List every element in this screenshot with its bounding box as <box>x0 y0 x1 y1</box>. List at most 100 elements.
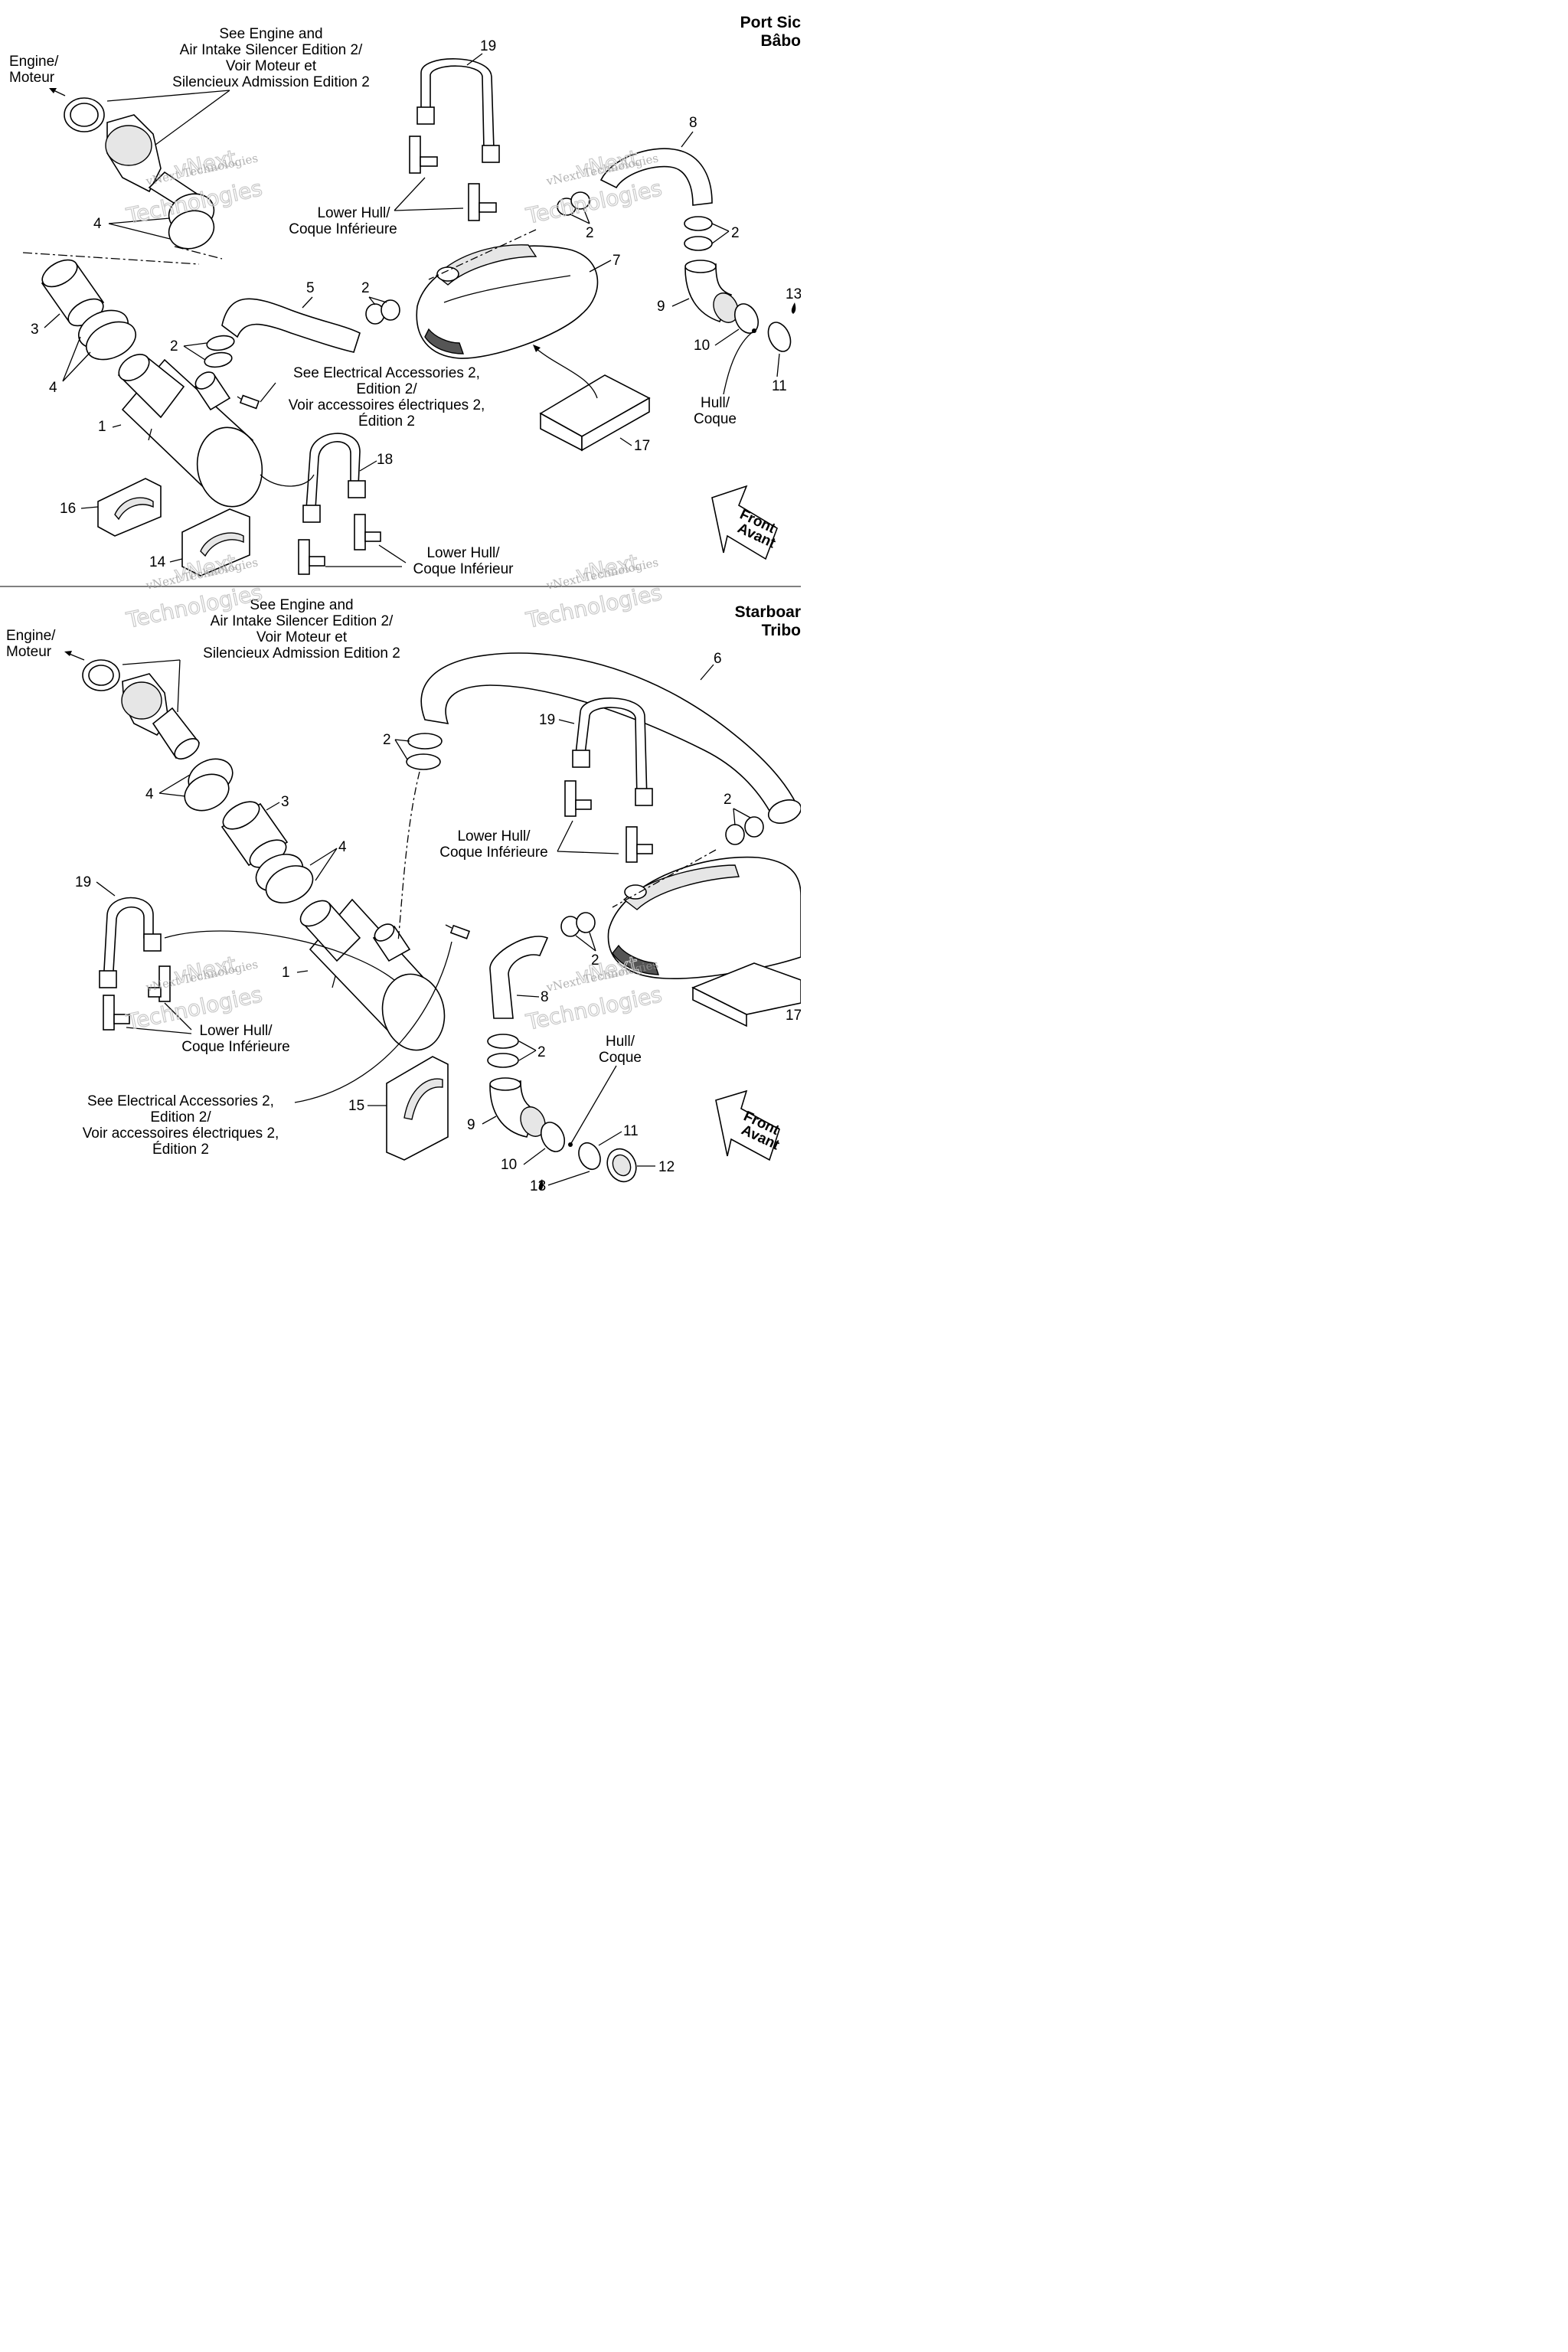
port-hose-5 <box>221 298 361 353</box>
port-heading-line2: Bâbo <box>761 32 802 50</box>
starboard-see-engine-line1: See Engine and <box>250 597 353 613</box>
starboard-outlet-fitting-12 <box>606 1148 637 1183</box>
port-engine-label-line1: Engine/ <box>9 54 59 70</box>
starboard-strap-route <box>164 930 395 981</box>
starboard-see-electrical-line4: Édition 2 <box>152 1142 209 1158</box>
starboard-callout-3: 3 <box>281 794 289 810</box>
starboard-heading-line2: Tribo <box>762 622 801 639</box>
starboard-ring-11 <box>578 1142 601 1171</box>
starboard-callout-19a: 19 <box>539 712 555 728</box>
port-bracket-lower <box>298 514 381 575</box>
port-lower-hull-bottom-leaders <box>325 544 407 567</box>
port-callout-16-leader <box>80 506 99 509</box>
starboard-callout-2a-leader <box>394 739 410 760</box>
port-clamp-2-hose8-right <box>684 216 713 251</box>
starboard-callout-19b: 19 <box>75 874 91 890</box>
svg-text:Technologies: Technologies <box>524 175 665 229</box>
port-strap-route <box>260 474 315 487</box>
port-clamp-set-4-lower <box>78 309 136 361</box>
port-hose-8 <box>599 148 713 206</box>
watermark-top-right: vNext vNext Technologies Technologies <box>523 145 665 230</box>
port-hull-label-line2: Coque <box>694 411 737 427</box>
port-callout-4b-leader <box>62 336 91 382</box>
starboard-hose-6 <box>420 652 798 819</box>
port-engine-label-line2: Moteur <box>9 70 55 86</box>
starboard-heading-line1: Starboar <box>735 603 801 621</box>
port-foam-leader <box>535 348 598 399</box>
starboard-see-engine-line3: Voir Moteur et <box>256 629 348 645</box>
starboard-engine-label-line1: Engine/ <box>6 628 56 644</box>
port-clamp-2-resonator <box>365 299 400 325</box>
port-callout-2d: 2 <box>731 225 740 241</box>
port-clamp-2-muffler <box>204 335 235 368</box>
starboard-callout-2d: 2 <box>537 1044 546 1060</box>
starboard-sealant-drop-icon <box>538 1179 544 1191</box>
port-callout-17-leader <box>619 437 632 446</box>
starboard-hull-label-line2: Coque <box>599 1050 642 1066</box>
starboard-callout-6-leader <box>700 664 714 681</box>
port-callout-1-leader <box>112 424 122 428</box>
watermark-mid-right: vNext vNext Technologies Technologies <box>523 549 665 634</box>
starboard-callout-3-leader <box>266 802 280 811</box>
starboard-callout-1: 1 <box>282 965 290 981</box>
port-callout-19-leader <box>466 53 483 66</box>
port-support-block-14 <box>181 508 250 577</box>
starboard-foam-block-17 <box>691 962 801 1027</box>
starboard-callout-4b-leader <box>309 848 338 881</box>
port-support-block-16 <box>97 478 162 537</box>
starboard-callout-9: 9 <box>467 1117 475 1133</box>
starboard-lower-hull-left-leaders <box>126 1002 192 1034</box>
port-callout-10: 10 <box>694 338 710 354</box>
starboard-lower-hull-top-line1: Lower Hull/ <box>457 828 531 844</box>
starboard-callout-11-leader <box>598 1131 622 1146</box>
starboard-temperature-sensor <box>445 924 471 939</box>
starboard-callout-6: 6 <box>714 651 722 667</box>
starboard-strap-19-left <box>99 897 162 988</box>
port-lower-hull-bottom-line2: Coque Inférieur <box>413 561 514 577</box>
port-clamp-set-4-upper <box>168 193 215 250</box>
starboard-see-electrical-line1: See Electrical Accessories 2, <box>87 1093 274 1109</box>
starboard-callout-8-leader <box>516 995 540 998</box>
port-callout-2c-leader <box>570 207 590 224</box>
starboard-callout-2d-leader <box>518 1040 537 1061</box>
port-callout-13: 13 <box>786 286 801 302</box>
port-see-electrical-line3: Voir accessoires électriques 2, <box>289 397 485 413</box>
starboard-centerline-2 <box>612 849 717 908</box>
starboard-lower-hull-top-leaders <box>557 820 619 854</box>
starboard-lower-hull-top-line2: Coque Inférieure <box>439 844 548 861</box>
starboard-callout-15: 15 <box>348 1098 364 1114</box>
starboard-callout-2b: 2 <box>724 792 732 808</box>
port-callout-2a-leader <box>183 342 207 361</box>
starboard-see-electrical-leader <box>294 941 452 1103</box>
port-callout-4a-leader <box>108 217 171 240</box>
starboard-callout-19a-leader <box>558 719 575 724</box>
starboard-callout-10-leader <box>523 1148 546 1165</box>
port-strap-19 <box>416 58 500 163</box>
starboard-lower-hull-left-line1: Lower Hull/ <box>199 1023 273 1039</box>
port-callout-7-leader <box>589 260 612 273</box>
starboard-lower-hull-left-line2: Coque Inférieure <box>181 1039 290 1055</box>
port-muffler-1 <box>117 354 263 508</box>
starboard-callout-11: 11 <box>623 1123 639 1139</box>
port-callout-5-leader <box>302 296 313 309</box>
starboard-centerline-1 <box>397 771 420 942</box>
starboard-see-engine-line2: Air Intake Silencer Edition 2/ <box>211 613 394 629</box>
port-hull-label-line1: Hull/ <box>701 395 730 411</box>
port-callout-5: 5 <box>306 280 315 296</box>
port-see-electrical-leader <box>260 382 276 403</box>
port-callout-19: 19 <box>480 38 496 54</box>
port-callout-3: 3 <box>31 322 39 338</box>
port-see-electrical-note: See Electrical Accessories 2, Edition 2/… <box>289 365 485 430</box>
starboard-support-block-15 <box>386 1056 449 1161</box>
port-see-electrical-line1: See Electrical Accessories 2, <box>293 365 480 381</box>
port-lower-hull-top-leaders <box>394 177 464 211</box>
port-see-engine-leaders <box>106 90 230 150</box>
starboard-callout-13: 13 <box>530 1178 546 1194</box>
port-callout-14: 14 <box>149 554 166 570</box>
starboard-callout-12: 12 <box>658 1159 675 1175</box>
port-callout-2c: 2 <box>586 225 594 241</box>
starboard-resonator-7 <box>607 856 801 979</box>
starboard-engine-label-line2: Moteur <box>6 644 52 660</box>
starboard-callout-1-leader <box>296 970 309 973</box>
port-callout-2d-leader <box>711 223 730 244</box>
